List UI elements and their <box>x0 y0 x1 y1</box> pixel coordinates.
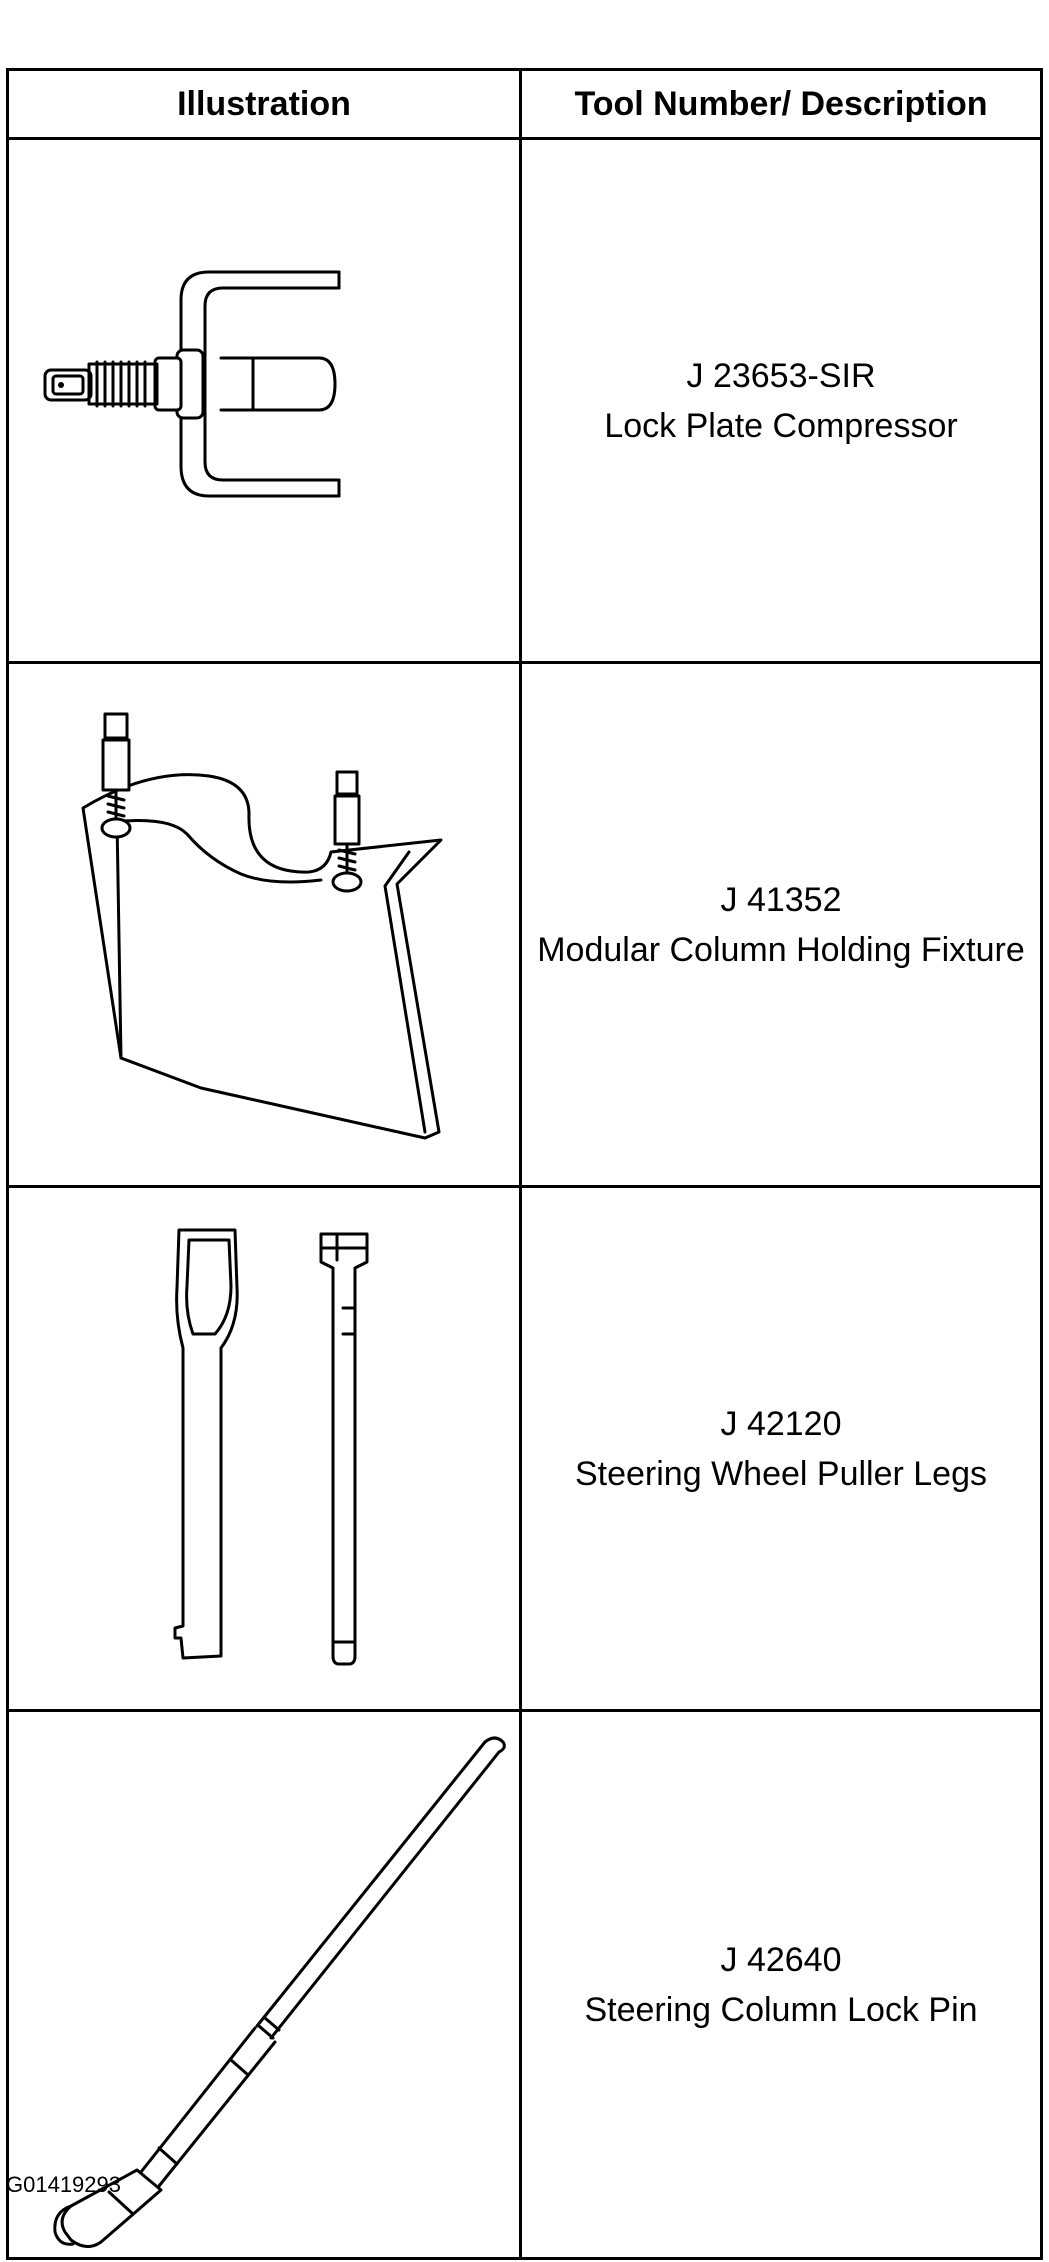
illustration-cell <box>6 661 522 1188</box>
header-illustration: Illustration <box>6 68 522 140</box>
puller-legs-illustration <box>173 1228 369 1666</box>
illustration-cell <box>6 137 522 664</box>
lock-pin-illustration <box>53 1736 506 2248</box>
tool-number: J 41352 <box>720 880 842 919</box>
tool-number: J 42640 <box>720 1940 842 1979</box>
tool-description: Lock Plate Compressor <box>604 406 958 445</box>
screw-thread-marks <box>95 360 147 408</box>
table-row: J 42120 Steering Wheel Puller Legs <box>6 1185 1043 1712</box>
description-cell: J 42120 Steering Wheel Puller Legs <box>519 1185 1043 1712</box>
lock-plate-compressor-illustration <box>43 270 341 498</box>
table-header-row: Illustration Tool Number/ Description <box>6 68 1043 140</box>
special-tools-table: Illustration Tool Number/ Description <box>6 68 1043 2260</box>
tool-description: Modular Column Holding Fixture <box>537 930 1025 969</box>
header-tool-number-description: Tool Number/ Description <box>519 68 1043 140</box>
table-row: J 23653-SIR Lock Plate Compressor <box>6 137 1043 664</box>
description-cell: J 41352 Modular Column Holding Fixture <box>519 661 1043 1188</box>
table-row: J 41352 Modular Column Holding Fixture <box>6 661 1043 1188</box>
tool-description: Steering Column Lock Pin <box>584 1990 978 2029</box>
table-row: J 42640 Steering Column Lock Pin <box>6 1709 1043 2260</box>
illustration-cell <box>6 1709 522 2260</box>
tool-number: J 42120 <box>720 1404 842 1443</box>
description-cell: J 23653-SIR Lock Plate Compressor <box>519 137 1043 664</box>
tool-number: J 23653-SIR <box>686 356 876 395</box>
column-holding-fixture-illustration <box>81 712 443 1140</box>
description-cell: J 42640 Steering Column Lock Pin <box>519 1709 1043 2260</box>
tool-description: Steering Wheel Puller Legs <box>574 1454 987 1493</box>
figure-id: G01419293 <box>6 2172 121 2197</box>
illustration-cell <box>6 1185 522 1712</box>
